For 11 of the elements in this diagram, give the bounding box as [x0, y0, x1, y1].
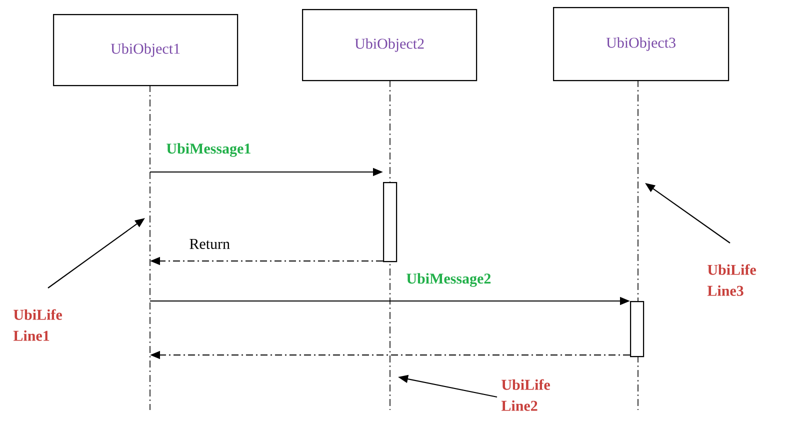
lifeline-label: UbiLife Line2	[501, 379, 550, 411]
message-label: UbiMessage1	[165, 142, 252, 158]
lifeline-label: UbiLife Line3	[707, 264, 756, 296]
object-box: UbiObject1	[53, 14, 238, 86]
object-box: UbiObject2	[302, 9, 478, 82]
message-label: Return	[188, 238, 232, 250]
message-label: UbiMessage2	[405, 272, 492, 288]
activation-bar	[383, 182, 398, 262]
object-box: UbiObject3	[553, 7, 730, 82]
lifeline-label: UbiLife Line1	[13, 309, 62, 341]
activation-bar	[630, 301, 644, 358]
